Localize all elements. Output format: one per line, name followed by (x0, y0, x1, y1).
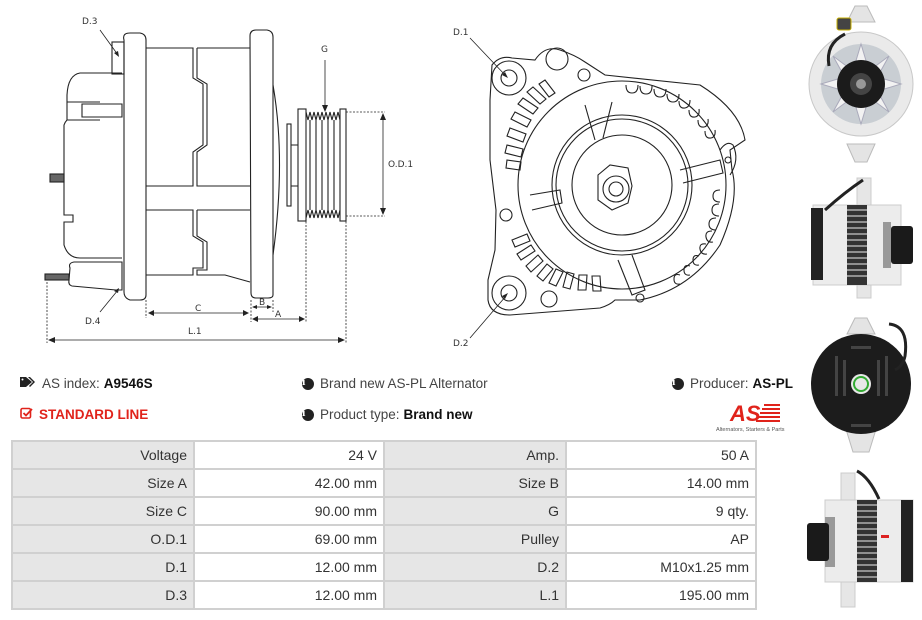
spec-label: Size A (13, 470, 193, 496)
product-type-label: Product type: (320, 407, 400, 422)
as-index-value: A9546S (103, 376, 153, 391)
spec-value: 12.00 mm (195, 582, 383, 608)
spec-label: L.1 (385, 582, 565, 608)
producer-label: Producer: (690, 376, 749, 391)
spec-label: Voltage (13, 442, 193, 468)
spec-value: 12.00 mm (195, 554, 383, 580)
product-description: i Brand new AS-PL Alternator (302, 376, 488, 391)
product-type-value: Brand new (403, 407, 473, 422)
product-photo-rear[interactable] (805, 316, 917, 456)
spec-value: 24 V (195, 442, 383, 468)
spec-label: O.D.1 (13, 526, 193, 552)
label-d2: D.2 (453, 339, 469, 349)
front-view-leader-arrows (502, 72, 508, 299)
spec-label: D.2 (385, 554, 565, 580)
logo-tagline: Alternators, Starters & Parts (716, 427, 785, 433)
technical-drawing: D.3 D.4 G O.D.1 C B A L.1 (44, 17, 746, 349)
product-photo-side-left[interactable] (805, 170, 917, 310)
check-square-icon (20, 407, 33, 422)
logo-mark: AS (729, 401, 761, 426)
spec-value: AP (567, 526, 755, 552)
producer: i Producer: AS-PL (672, 376, 793, 391)
product-photo-side-right[interactable] (805, 465, 917, 615)
side-view-drawing (44, 29, 347, 301)
label-a: A (275, 310, 282, 320)
spec-label: Size C (13, 498, 193, 524)
spec-value: M10x1.25 mm (567, 554, 755, 580)
producer-value: AS-PL (752, 376, 794, 391)
spec-value: 69.00 mm (195, 526, 383, 552)
spec-label: Amp. (385, 442, 565, 468)
spec-value: 195.00 mm (567, 582, 755, 608)
dimension-arrows (48, 51, 386, 343)
label-od1: O.D.1 (388, 160, 413, 170)
spec-value: 14.00 mm (567, 470, 755, 496)
spec-label: Size B (385, 470, 565, 496)
spec-value: 90.00 mm (195, 498, 383, 524)
standard-line-badge: STANDARD LINE (20, 407, 148, 422)
label-d3: D.3 (82, 17, 98, 27)
front-view-drawing (487, 47, 746, 316)
spec-label: D.1 (13, 554, 193, 580)
label-d1: D.1 (453, 28, 469, 38)
description-text: Brand new AS-PL Alternator (320, 376, 488, 391)
label-d4: D.4 (85, 317, 101, 327)
info-circle-icon: i (302, 377, 314, 390)
spec-label: Pulley (385, 526, 565, 552)
product-photo-front[interactable] (805, 4, 917, 164)
label-c: C (195, 304, 201, 314)
spec-label: D.3 (13, 582, 193, 608)
spec-value: 9 qty. (567, 498, 755, 524)
spec-value: 42.00 mm (195, 470, 383, 496)
info-circle-icon: i (302, 408, 314, 421)
standard-line-label: STANDARD LINE (39, 407, 149, 422)
tags-icon (20, 376, 36, 391)
as-pl-logo: AS Alternators, Starters & Parts (714, 400, 794, 434)
dimension-lines (46, 29, 385, 343)
label-l1: L.1 (188, 327, 202, 337)
product-type: i Product type: Brand new (302, 407, 473, 422)
as-index-label: AS index: (42, 376, 100, 391)
as-index: AS index: A9546S (20, 376, 153, 391)
spec-value: 50 A (567, 442, 755, 468)
label-g: G (321, 45, 328, 55)
info-circle-icon: i (672, 377, 684, 390)
front-view-leaders (469, 37, 507, 339)
spec-label: G (385, 498, 565, 524)
label-b: B (259, 298, 265, 308)
